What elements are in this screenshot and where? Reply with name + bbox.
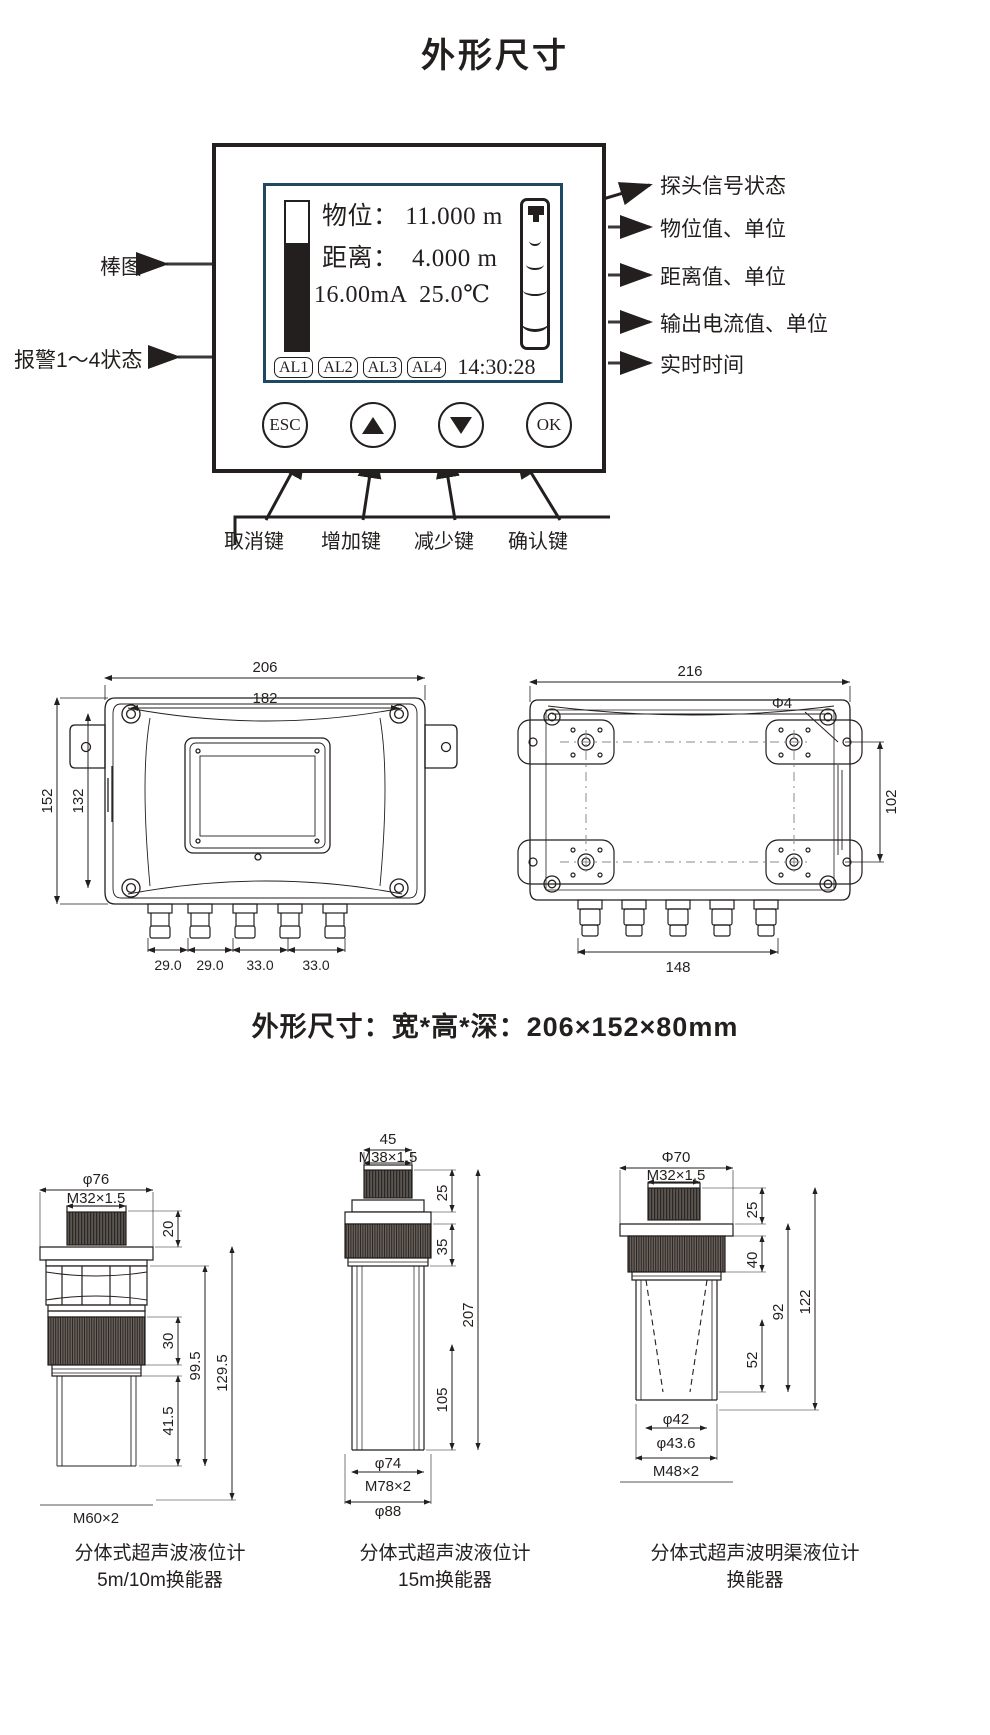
- dim-td2-h-mid: 35: [434, 1239, 451, 1256]
- dim-td2-thread-top: M38×1.5: [359, 1149, 418, 1166]
- caption-line-1: 分体式超声波明渠液位计: [650, 1543, 860, 1564]
- dim-td3-inner-dia: φ42: [663, 1411, 689, 1428]
- callout-realtime-clock: 实时时间: [660, 354, 744, 377]
- probe-signal-icon: [520, 198, 550, 350]
- dim-td2-outer-dia: φ88: [375, 1503, 401, 1520]
- caption-line-2: 换能器: [726, 1570, 784, 1591]
- callout-output-current: 输出电流值、单位: [660, 313, 828, 336]
- status-badge-al1: AL1: [274, 356, 314, 378]
- dim-td3-h-low: 52: [744, 1352, 761, 1369]
- dim-front-height-152: 152: [39, 788, 56, 813]
- keypad-row: ESC OK: [262, 399, 572, 451]
- status-badge-al2: AL2: [318, 356, 358, 378]
- key-caption-up: 增加键: [321, 531, 381, 553]
- dim-td1-top-dia: φ76: [83, 1171, 109, 1188]
- dim-front-width-206: 206: [252, 659, 277, 676]
- key-caption-down: 减少键: [414, 531, 474, 553]
- dim-td2-h-low: 105: [434, 1387, 451, 1412]
- signal-arc-3-icon: [523, 285, 547, 296]
- dim-td1-h-sub: 99.5: [187, 1351, 204, 1380]
- dim-td3-thread-top: M32×1.5: [647, 1167, 706, 1184]
- caption-line-1: 分体式超声波液位计: [74, 1543, 246, 1564]
- callout-level-value: 物位值、单位: [660, 218, 786, 241]
- lcd-clock: 14:30:28: [457, 354, 536, 379]
- dim-td1-h-top: 20: [160, 1221, 177, 1238]
- dim-rear-hole-dia: Φ4: [772, 695, 792, 712]
- lcd-distance-line: 距离： 4.000 m: [322, 245, 498, 272]
- callout-bargraph: 棒图: [100, 256, 142, 279]
- dim-gland-2: 29.0: [196, 957, 223, 973]
- esc-button[interactable]: ESC: [262, 402, 308, 448]
- callout-distance-value: 距离值、单位: [660, 266, 786, 289]
- dim-td1-thread-top: M32×1.5: [67, 1190, 126, 1207]
- transducer-caption-5m10m: 分体式超声波液位计 5m/10m换能器: [30, 1540, 290, 1594]
- triangle-up-icon: [362, 416, 384, 434]
- dim-gland-4: 33.0: [302, 957, 329, 973]
- signal-arc-4-icon: [521, 313, 549, 332]
- dim-td1-h-low: 41.5: [160, 1406, 177, 1435]
- dim-front-mount-182: 182: [252, 690, 277, 707]
- dim-td3-h-sub: 92: [770, 1304, 787, 1321]
- dim-td2-inner-dia: φ74: [375, 1455, 401, 1472]
- dim-td3-thread-bottom: M48×2: [653, 1463, 699, 1480]
- lcd-screen: 物位： 11.000 m 距离： 4.000 m 16.00mA 25.0℃ A…: [263, 183, 563, 383]
- signal-block-icon: [528, 206, 544, 215]
- bargraph-fill: [286, 243, 308, 350]
- dim-td1-h-mid: 30: [160, 1333, 177, 1350]
- callout-alarm-status: 报警1～4状态: [14, 349, 143, 372]
- dim-td2-h-top: 25: [434, 1185, 451, 1202]
- lcd-current-temp-line: 16.00mA 25.0℃: [314, 282, 491, 308]
- lcd-level-line: 物位： 11.000 m: [322, 203, 503, 230]
- meter-front-panel: 物位： 11.000 m 距离： 4.000 m 16.00mA 25.0℃ A…: [212, 143, 606, 473]
- housing-dimension-drawings: 206 182 152 132 29.0 29.0 33.0 33.0: [39, 659, 900, 976]
- dim-gland-3: 33.0: [246, 957, 273, 973]
- dim-td3-h-mid: 40: [744, 1252, 761, 1269]
- caption-line-2: 15m换能器: [398, 1570, 492, 1591]
- alarm-status-row: AL1 AL2 AL3 AL4 14:30:28: [274, 354, 559, 380]
- key-caption-ok: 确认键: [508, 531, 568, 553]
- dim-td2-top-width: 45: [380, 1131, 397, 1148]
- dim-td3-outer-dia: φ43.6: [657, 1435, 696, 1452]
- transducer-caption-open-channel: 分体式超声波明渠液位计 换能器: [590, 1540, 920, 1594]
- caption-line-1: 分体式超声波液位计: [359, 1543, 531, 1564]
- dim-rear-width-216: 216: [677, 663, 702, 680]
- dim-td2-h-total: 207: [460, 1302, 477, 1327]
- dim-front-mount-h-132: 132: [70, 788, 87, 813]
- key-caption-esc: 取消键: [224, 531, 284, 553]
- transducer-drawings: φ76 M32×1.5 20 30 41.5 99.5 129.5 M60×2: [39, 1131, 819, 1527]
- page-title: 外形尺寸: [421, 37, 569, 75]
- down-button[interactable]: [438, 402, 484, 448]
- dim-td3-h-total: 122: [797, 1289, 814, 1314]
- status-badge-al3: AL3: [362, 356, 402, 378]
- dim-rear-width-148: 148: [665, 959, 690, 976]
- dim-td3-h-top: 25: [744, 1202, 761, 1219]
- signal-stem-icon: [533, 213, 539, 222]
- dim-td3-top-dia: Φ70: [662, 1149, 691, 1166]
- dim-rear-height-102: 102: [883, 789, 900, 814]
- triangle-down-icon: [450, 416, 472, 434]
- callout-probe-signal: 探头信号状态: [660, 175, 786, 198]
- housing-dimension-caption: 外形尺寸：宽*高*深：206×152×80mm: [251, 1012, 739, 1042]
- signal-arc-2-icon: [526, 259, 544, 270]
- bargraph: [284, 200, 310, 352]
- dim-td1-h-total: 129.5: [214, 1354, 231, 1392]
- dim-td2-thread-bottom: M78×2: [365, 1478, 411, 1495]
- up-button[interactable]: [350, 402, 396, 448]
- status-badge-al4: AL4: [406, 356, 447, 378]
- dim-td1-thread-bottom: M60×2: [73, 1510, 119, 1527]
- dim-gland-1: 29.0: [154, 957, 181, 973]
- signal-arc-1-icon: [529, 235, 541, 246]
- transducer-caption-15m: 分体式超声波液位计 15m换能器: [310, 1540, 580, 1594]
- caption-line-2: 5m/10m换能器: [97, 1570, 223, 1591]
- ok-button[interactable]: OK: [526, 402, 572, 448]
